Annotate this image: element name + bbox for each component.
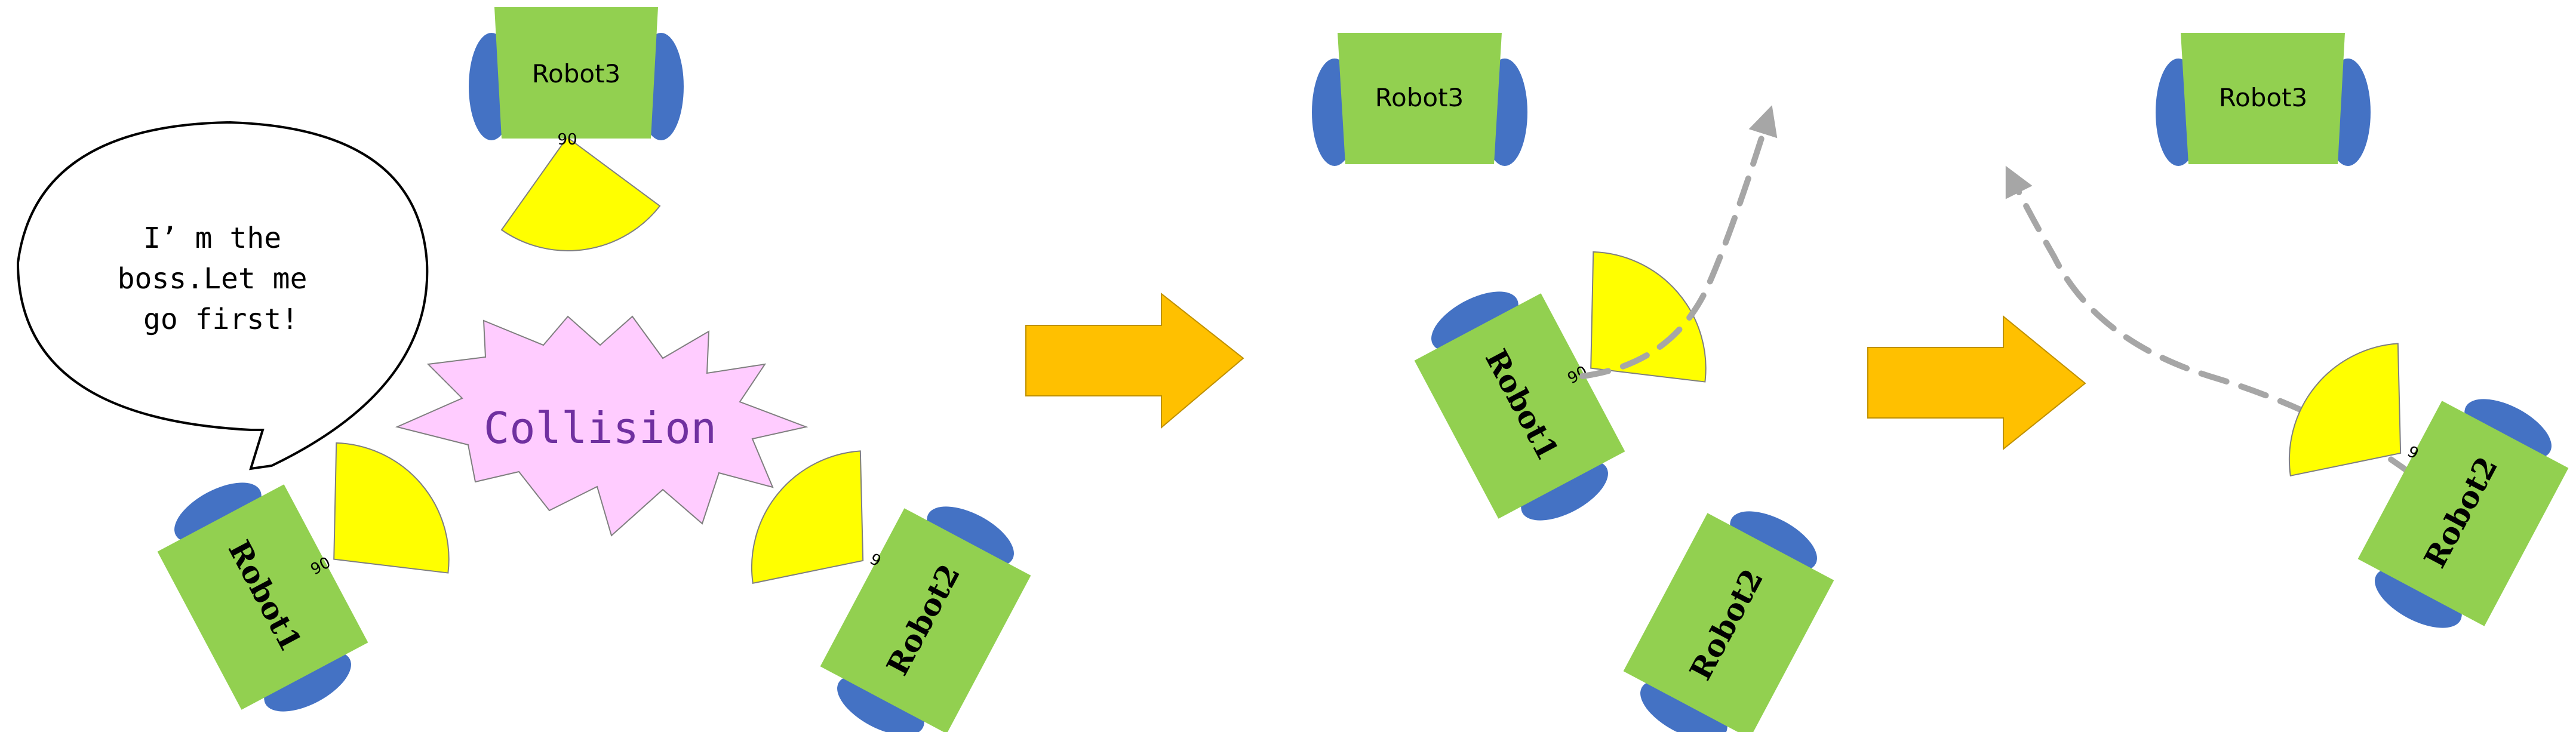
p2-robot2-body bbox=[1623, 513, 1834, 732]
speech-line-1: I’ m the bbox=[143, 222, 281, 255]
p3-robot2: Robot2 9 bbox=[2288, 343, 2569, 628]
p1-robot2-body bbox=[820, 508, 1031, 732]
transition-arrow-1 bbox=[1025, 292, 1244, 429]
speech-line-3: go first! bbox=[143, 303, 299, 336]
p1-robot1: Robot1 90 bbox=[157, 442, 450, 712]
p2-robot1-wheel-top bbox=[1431, 291, 1518, 352]
collision-burst: Collision bbox=[395, 315, 809, 537]
p1-robot2-wheel-bottom bbox=[837, 675, 924, 732]
p2-robot2-wheel-bottom bbox=[1640, 679, 1727, 732]
collision-label: Collision bbox=[484, 403, 717, 453]
p2-robot3-label: Robot3 bbox=[1375, 83, 1464, 112]
p3-robot2-wheel-top bbox=[2464, 399, 2552, 460]
p1-robot3-body bbox=[494, 7, 658, 139]
p1-robot2: Robot2 9 bbox=[751, 450, 1031, 732]
p2-robot1-sensor bbox=[1590, 251, 1707, 383]
p2-robot1-path bbox=[1579, 105, 1778, 379]
p2-robot2: Robot2 bbox=[1623, 511, 1834, 732]
p2-robot1-body bbox=[1414, 293, 1625, 519]
p2-robot1: Robot1 90 bbox=[1414, 251, 1707, 521]
p1-robot3-sensor bbox=[500, 136, 661, 251]
speech-bubble: I’ m the boss.Let me go first! bbox=[16, 121, 429, 470]
p1-robot2-sensor bbox=[751, 450, 864, 585]
p1-robot1-sensor bbox=[333, 442, 450, 574]
p2-robot2-wheel-top bbox=[1730, 511, 1817, 572]
p2-robot3: Robot3 bbox=[1312, 33, 1527, 166]
p2-robot1-wheel-bottom bbox=[1521, 460, 1608, 521]
p3-robot3-label: Robot3 bbox=[2219, 83, 2308, 112]
p1-robot3-angle: 90 bbox=[557, 131, 577, 149]
collision-burst-shape bbox=[395, 315, 809, 537]
p3-robot2-sensor bbox=[2288, 343, 2402, 477]
p1-robot3-label: Robot3 bbox=[532, 59, 621, 88]
speech-bubble-shape bbox=[16, 121, 429, 470]
p1-robot1-wheel-bottom bbox=[264, 651, 351, 712]
p1-robot1-wheel-top bbox=[174, 482, 262, 543]
p1-robot3: Robot3 90 bbox=[469, 7, 684, 251]
transition-arrow-2 bbox=[1867, 315, 2086, 451]
speech-text: I’ m the boss.Let me go first! bbox=[118, 222, 325, 336]
p3-robot2-wheel-bottom bbox=[2375, 567, 2462, 628]
p3-robot3: Robot3 bbox=[2156, 33, 2371, 166]
p3-robot3-body bbox=[2181, 33, 2345, 164]
p1-robot1-body bbox=[157, 484, 368, 710]
p1-robot2-wheel-top bbox=[927, 506, 1014, 567]
p3-robot2-body bbox=[2357, 401, 2569, 626]
p2-robot3-body bbox=[1338, 33, 1502, 164]
speech-line-2: boss.Let me bbox=[118, 262, 308, 296]
